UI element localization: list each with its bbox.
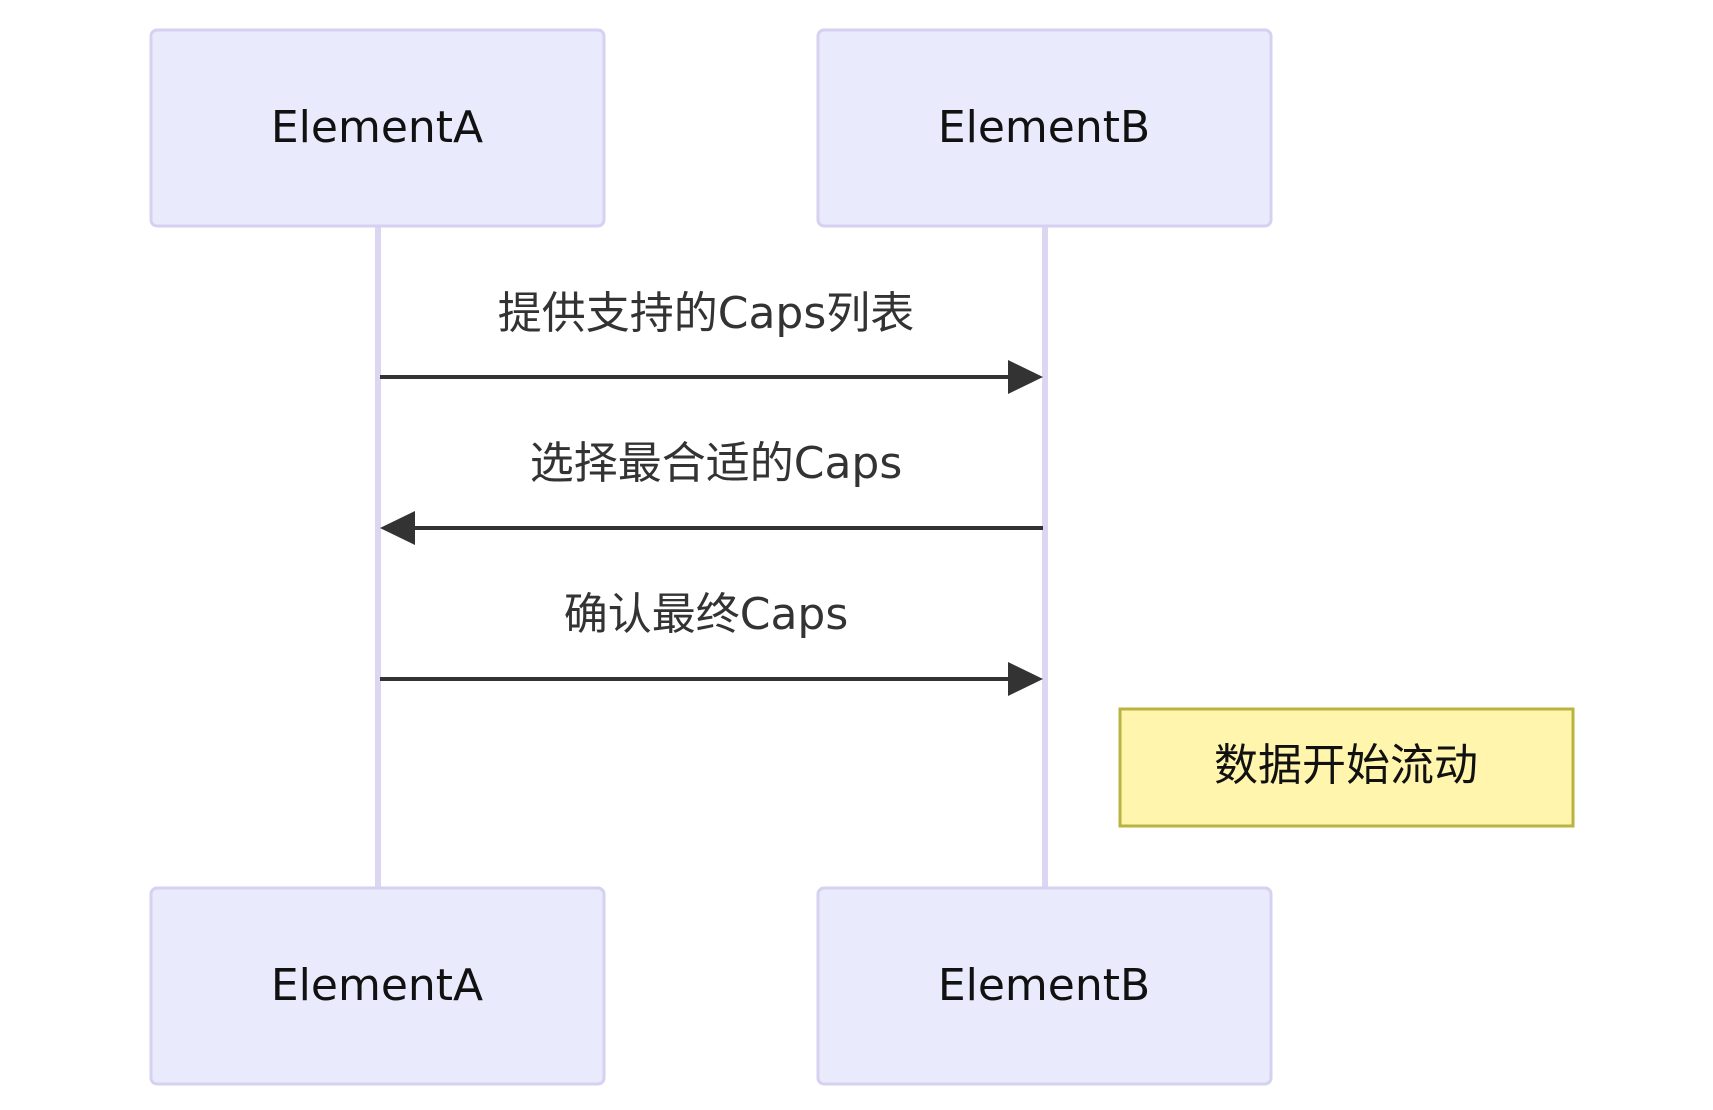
note-box	[1118, 707, 1575, 828]
message-label: 选择最合适的Caps	[530, 438, 903, 489]
actor-box	[816, 886, 1273, 1086]
participant-top-element-b: ElementB	[816, 28, 1273, 228]
message-1: 提供支持的Caps列表	[380, 288, 1043, 394]
participant-top-element-a: ElementA	[149, 28, 606, 228]
note: 数据开始流动	[1118, 707, 1575, 828]
note-label: 数据开始流动	[1214, 740, 1478, 791]
message-label: 确认最终Caps	[564, 589, 849, 640]
participant-bottom-element-b: ElementB	[816, 886, 1273, 1086]
actor-label: ElementA	[271, 960, 483, 1011]
arrow-head-left	[380, 511, 415, 545]
actor-label: ElementA	[271, 102, 483, 153]
message-2: 选择最合适的Caps	[380, 438, 1043, 545]
actor-label: ElementB	[938, 102, 1150, 153]
actor-label: ElementB	[938, 960, 1150, 1011]
arrow-head-right	[1008, 360, 1043, 394]
arrow-head-right	[1008, 662, 1043, 696]
actor-box	[149, 886, 606, 1086]
message-3: 确认最终Caps	[380, 589, 1043, 696]
message-label: 提供支持的Caps列表	[498, 288, 915, 339]
actor-box	[149, 28, 606, 228]
participant-bottom-element-a: ElementA	[149, 886, 606, 1086]
actor-box	[816, 28, 1273, 228]
